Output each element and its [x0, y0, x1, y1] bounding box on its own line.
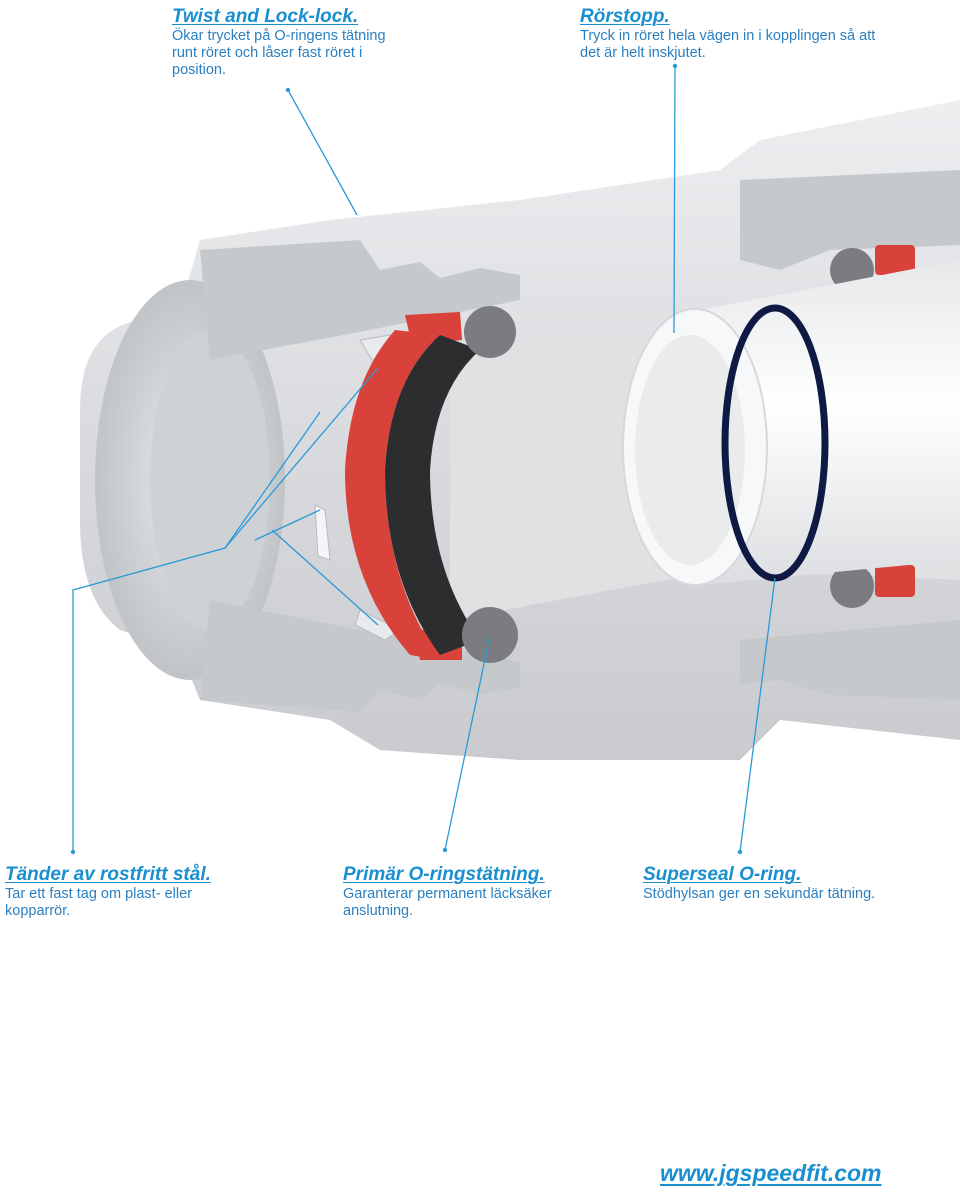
callout-teeth: Tänder av rostfritt stål. Tar ett fast t… [5, 864, 255, 920]
leader-lines [70, 63, 776, 855]
callout-teeth-title: Tänder av rostfritt stål. [5, 864, 211, 885]
collet-red-right-top [875, 245, 915, 275]
collet-red-right-bottom [875, 565, 915, 597]
primary-oring [462, 248, 874, 663]
callout-pipe-stop: Rörstopp. Tryck in röret hela vägen in i… [580, 6, 880, 62]
callout-twist-lock-title: Twist and Lock-lock. [172, 6, 359, 27]
callout-superseal: Superseal O-ring. Stödhylsan ger en seku… [643, 864, 943, 903]
inserted-pipe [622, 260, 960, 586]
callout-teeth-body: Tar ett fast tag om plast- eller kopparr… [5, 886, 192, 919]
fitting-body [80, 100, 960, 760]
inner-liner [385, 335, 480, 655]
callout-primary-oring: Primär O-ringstätning. Garanterar perman… [343, 864, 593, 920]
callout-pipe-stop-body: Tryck in röret hela vägen in i kopplinge… [580, 28, 876, 61]
callout-primary-oring-title: Primär O-ringstätning. [343, 864, 545, 885]
callout-twist-lock-body: Ökar trycket på O-ringens tätning runt r… [172, 28, 386, 78]
website-link[interactable]: www.jgspeedfit.com [660, 1160, 882, 1186]
callout-superseal-body: Stödhylsan ger en sekundär tätning. [643, 886, 876, 902]
callout-superseal-title: Superseal O-ring. [643, 864, 802, 885]
callout-pipe-stop-title: Rörstopp. [580, 6, 670, 27]
callout-primary-oring-body: Garanterar permanent läcksäker anslutnin… [343, 886, 552, 919]
callout-twist-lock: Twist and Lock-lock. Ökar trycket på O-r… [172, 6, 402, 79]
